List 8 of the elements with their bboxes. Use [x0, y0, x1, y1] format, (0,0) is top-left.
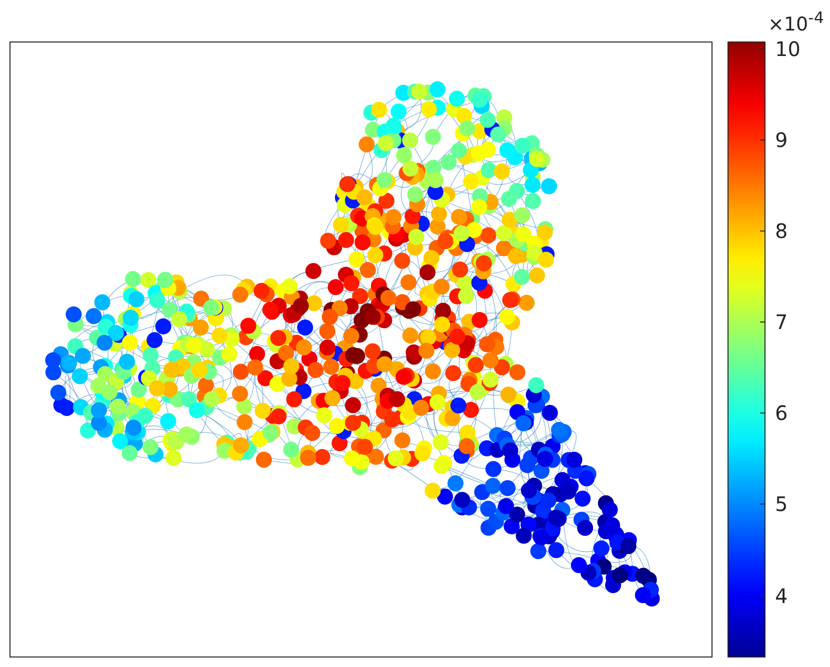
colorbar-exponent: ×10$^{-4}$ — [768, 8, 824, 34]
colorbar-tick-label: 6 — [775, 403, 788, 423]
colorbar-tick-label: 7 — [775, 312, 788, 332]
colorbar-tick-label: 5 — [775, 494, 788, 514]
colorbar-tick-label: 9 — [775, 130, 788, 150]
colorbar-tick-label: 4 — [775, 586, 788, 606]
colorbar-tick-label: 10 — [775, 39, 800, 59]
colorbar-tick-label: 8 — [775, 221, 788, 241]
